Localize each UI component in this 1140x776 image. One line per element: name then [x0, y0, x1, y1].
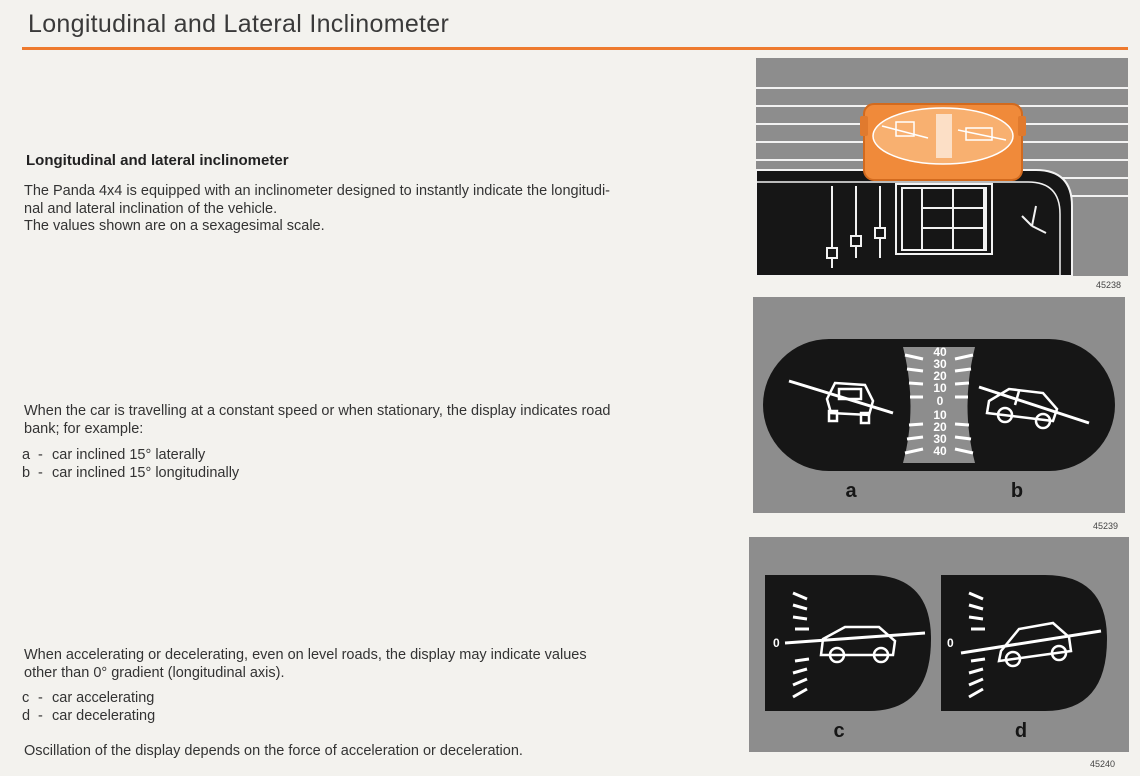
car-side-icon: [985, 387, 1059, 430]
intro-paragraph: The Panda 4x4 is equipped with an inclin…: [24, 183, 724, 236]
accel-display-figure: 0 c 0 d: [749, 537, 1129, 752]
list-dash: -: [38, 690, 43, 706]
accel-list: c - car accelerating d - car deceleratin…: [22, 689, 155, 725]
clock-icon: [1021, 205, 1047, 234]
car-front-icon: [825, 381, 875, 425]
intro-line: nal and lateral inclination of the vehic…: [24, 200, 278, 217]
scale-label: 40: [933, 444, 947, 458]
steady-line: When the car is travelling at a constant…: [24, 403, 611, 419]
list-mark: b: [22, 465, 31, 481]
dashboard-figure: [756, 58, 1128, 276]
scale-label: 20: [933, 369, 947, 383]
figure-number: 45239: [1093, 521, 1119, 531]
steady-line: bank; for example:: [24, 420, 144, 437]
scale-labels: 40 30 20 10 0 10 20 30 40: [933, 345, 947, 458]
page-title: Longitudinal and Lateral Inclinometer: [28, 10, 450, 38]
title-rule: [22, 47, 1128, 50]
intro-line: The Panda 4x4 is equipped with an inclin…: [24, 183, 611, 199]
scale-label: 10: [933, 381, 947, 395]
list-dash: -: [38, 708, 43, 724]
scale-ticks: [904, 353, 974, 455]
slider-controls: [826, 186, 886, 268]
accel-paragraph: When accelerating or decelerating, even …: [24, 647, 724, 682]
list-text: car accelerating: [52, 690, 155, 706]
label-a: a: [845, 480, 857, 502]
scale-label: 10: [933, 408, 947, 422]
scale-label: 40: [933, 345, 947, 359]
scale-label: 20: [933, 420, 947, 434]
label-b: b: [1011, 480, 1023, 502]
list-item: d - car decelerating: [22, 707, 155, 725]
list-mark: a: [22, 447, 31, 463]
scale-label: 30: [933, 357, 947, 371]
display-decelerating: 0 d: [941, 575, 1107, 742]
zero-label: 0: [773, 636, 780, 650]
zero-label: 0: [947, 636, 954, 650]
label-c: c: [833, 720, 844, 742]
instrument-cluster: [895, 183, 993, 255]
list-text: car inclined 15° longitudinally: [52, 465, 240, 481]
car-side-icon: [819, 625, 897, 664]
center-scale-band: [903, 347, 975, 463]
dashboard-body: [756, 169, 1073, 276]
list-item: c - car accelerating: [22, 689, 155, 707]
accel-line: other than 0° gradient (longitudinal axi…: [24, 664, 285, 681]
list-text: car inclined 15° laterally: [52, 447, 206, 463]
label-d: d: [1015, 720, 1027, 742]
steady-list: a - car inclined 15° laterally b - car i…: [22, 446, 239, 482]
list-item: b - car inclined 15° longitudinally: [22, 464, 239, 482]
scale-label: 30: [933, 432, 947, 446]
display-accelerating: 0 c: [765, 575, 931, 742]
list-mark: d: [22, 708, 31, 724]
accel-line: When accelerating or decelerating, even …: [24, 647, 587, 663]
list-item: a - car inclined 15° laterally: [22, 446, 239, 464]
figure-number: 45238: [1096, 280, 1122, 290]
bank-lines: [788, 379, 1090, 425]
car-side-icon: [997, 621, 1073, 668]
list-dash: -: [38, 465, 43, 481]
list-mark: c: [22, 690, 30, 706]
figure-number: 45240: [1090, 759, 1116, 769]
inclinometer-device: [860, 103, 1026, 181]
bank-display-figure: 40 30 20 10 0 10 20 30 40 a b: [753, 297, 1125, 513]
scale-label: 0: [937, 394, 944, 408]
list-text: car decelerating: [52, 708, 156, 724]
closing-paragraph: Oscillation of the display depends on th…: [24, 743, 523, 759]
intro-line: The values shown are on a sexagesimal sc…: [24, 218, 325, 234]
list-dash: -: [38, 447, 43, 463]
steady-paragraph: When the car is travelling at a constant…: [24, 403, 724, 438]
section-heading: Longitudinal and lateral inclinometer: [26, 152, 289, 169]
